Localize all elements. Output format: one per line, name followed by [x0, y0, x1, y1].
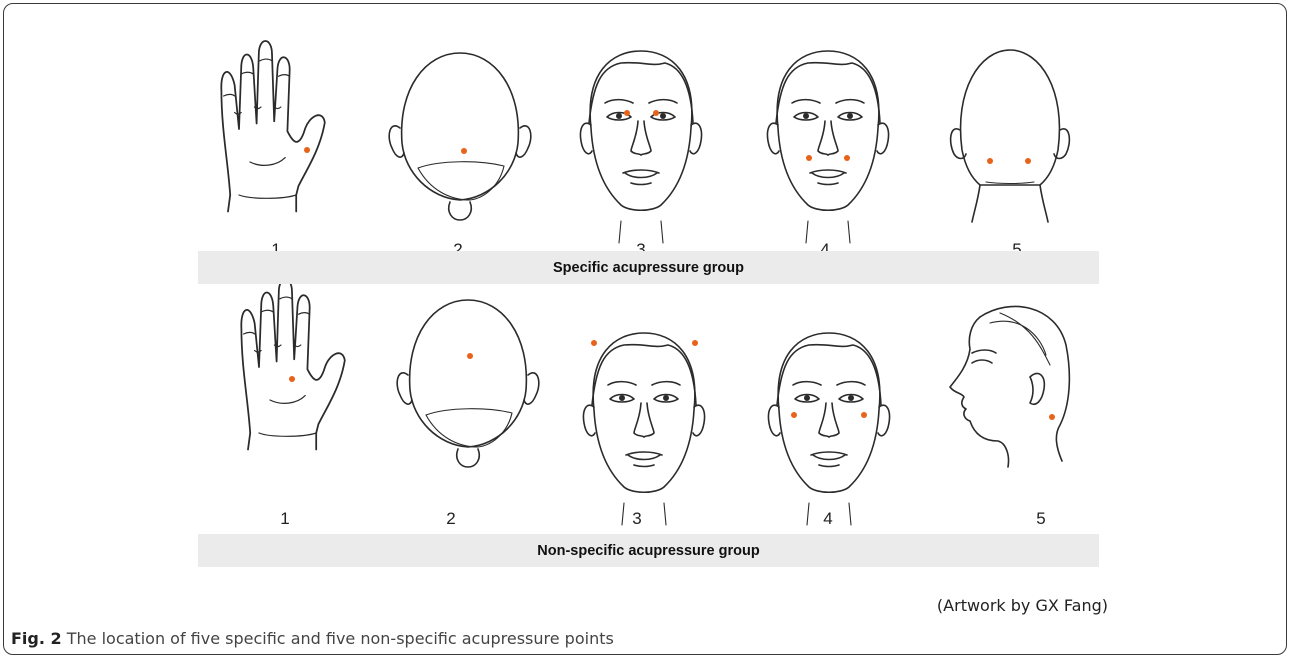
panel-nonspecific-3-face: [583, 333, 704, 525]
panel-specific-5-head-back: [951, 50, 1070, 222]
panel-specific-1-hand: [221, 41, 324, 212]
panel-number-nonspecific-5: 5: [1021, 509, 1061, 529]
figure-caption: Fig. 2 The location of five specific and…: [11, 629, 614, 648]
banner-specific-group-label: Specific acupressure group: [553, 260, 744, 276]
panel-number-nonspecific-4: 4: [808, 509, 848, 529]
banner-nonspecific-group-label: Non-specific acupressure group: [537, 543, 759, 559]
panel-number-nonspecific-1: 1: [265, 509, 305, 529]
panel-specific-3-face: [580, 51, 701, 243]
panel-nonspecific-5-profile: [950, 306, 1069, 467]
panel-nonspecific-1-hand: [241, 279, 344, 450]
panel-specific-4-face: [767, 51, 888, 243]
panel-number-nonspecific-3: 3: [617, 509, 657, 529]
panel-nonspecific-2-head-top: [397, 300, 539, 467]
artwork-credit: (Artwork by GX Fang): [937, 596, 1108, 615]
figure-caption-label: Fig. 2: [11, 629, 62, 648]
banner-specific-group: Specific acupressure group: [198, 251, 1099, 284]
banner-nonspecific-group: Non-specific acupressure group: [198, 534, 1099, 567]
figure-caption-text: The location of five specific and five n…: [67, 629, 614, 648]
panel-nonspecific-4-face: [768, 333, 889, 525]
panel-number-nonspecific-2: 2: [431, 509, 471, 529]
panel-specific-2-head-top: [389, 53, 531, 220]
